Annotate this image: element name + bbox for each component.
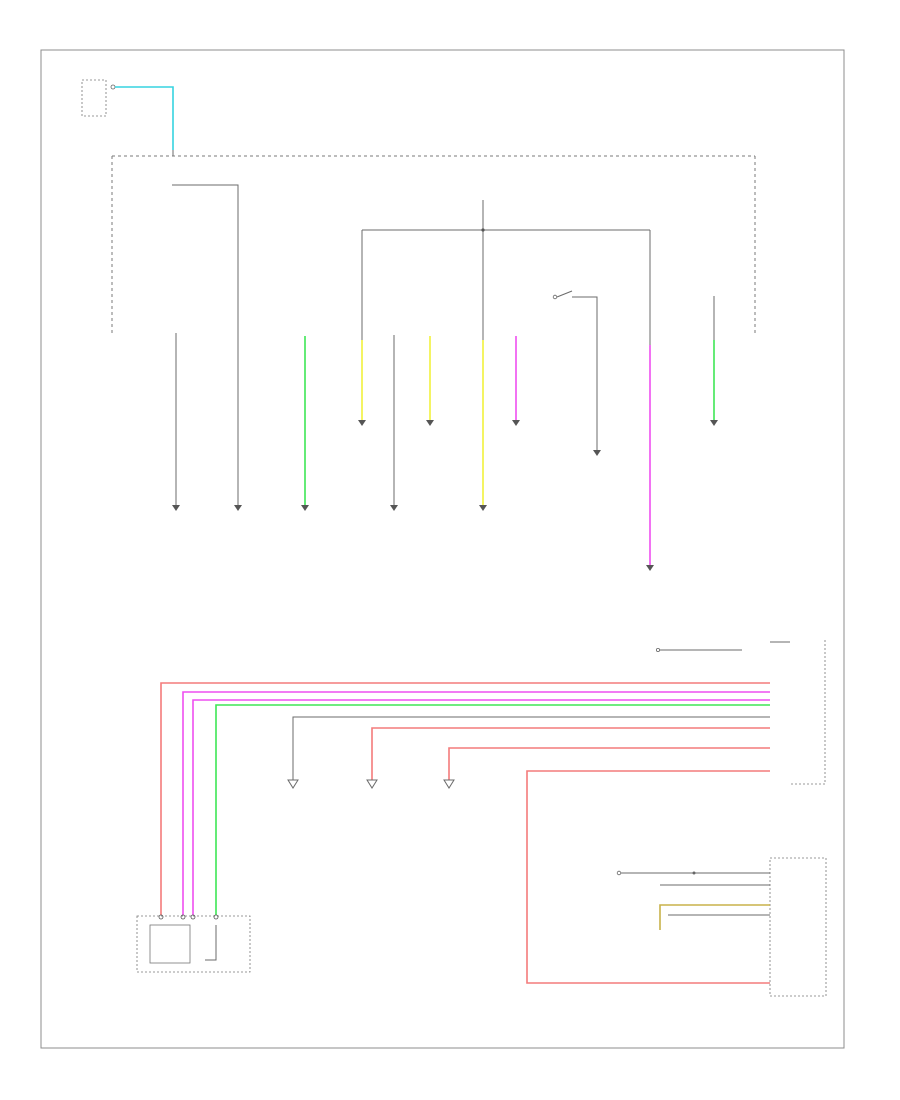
branch-10: [646, 345, 654, 571]
wire-tan-1: [659, 904, 770, 930]
wire-magenta-1: [182, 691, 770, 915]
branch-1: [172, 333, 180, 511]
branch-8: [512, 336, 520, 426]
power-source-ecu: [616, 857, 827, 997]
connector-symbols: [287, 779, 455, 789]
wire-magenta-2: [192, 699, 770, 915]
wire-pink-2: [371, 727, 770, 780]
branch-11: [710, 296, 718, 426]
wire-pink-4: [526, 770, 770, 984]
branch-6: [426, 336, 434, 426]
branch-9: [552, 290, 601, 456]
branch-5: [390, 335, 398, 511]
wire-pink-3: [448, 747, 770, 780]
branch-7: [479, 340, 487, 511]
fuse-feed-top-left: [81, 79, 174, 156]
engine-switch-harness: [160, 682, 770, 984]
main-body-ecu-box: [656, 640, 826, 785]
center-fuse-tree: [361, 200, 651, 345]
wire-cyan-feed: [115, 86, 174, 150]
diagram-frame: [40, 49, 845, 1049]
engine-switch: [136, 914, 251, 973]
wire-pink-1: [160, 682, 770, 915]
wire-green-1: [215, 704, 770, 915]
branch-2: [172, 184, 242, 511]
branch-3: [301, 336, 309, 511]
branch-4: [358, 340, 366, 426]
